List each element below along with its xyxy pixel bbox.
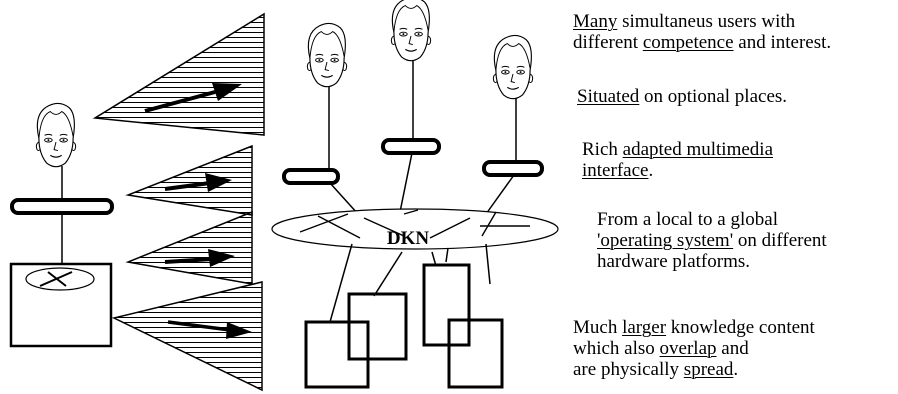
note-text: From a local to a global xyxy=(597,209,778,230)
terminal-links xyxy=(329,152,515,215)
underlined-term: spread xyxy=(683,359,734,380)
note-text: are physically xyxy=(573,359,684,380)
local-computer-box xyxy=(9,262,113,348)
knowledge-bases xyxy=(304,263,504,389)
hatched-triangle-2 xyxy=(125,144,253,216)
note-line: hardware platforms. xyxy=(597,251,827,272)
user-face-2 xyxy=(390,0,432,62)
note-line: 'operating system' on different xyxy=(597,230,827,251)
note-line: From a local to a global xyxy=(597,209,827,230)
underlined-term: interface xyxy=(582,160,649,181)
note-line: interface. xyxy=(582,160,773,181)
note-text: and xyxy=(716,338,749,359)
note-text: on optional places. xyxy=(639,86,788,107)
hatched-triangle-3 xyxy=(125,210,253,285)
user-face-1 xyxy=(306,22,348,88)
note-text: on different xyxy=(733,230,827,251)
note-text: hardware platforms. xyxy=(597,251,750,272)
note-line: Situated on optional places. xyxy=(577,86,787,107)
note-text: different xyxy=(573,32,643,53)
underlined-term: larger xyxy=(622,317,667,338)
terminal-bar-1 xyxy=(282,168,340,185)
note-text: knowledge content xyxy=(666,317,815,338)
note-line: are physically spread. xyxy=(573,359,815,380)
note-line: which also overlap and xyxy=(573,338,815,359)
underlined-term: 'operating system' xyxy=(597,230,734,251)
underlined-term: Situated xyxy=(577,86,640,107)
note-text: . xyxy=(648,160,654,181)
note-text: Much xyxy=(573,317,623,338)
note-line: different competence and interest. xyxy=(573,32,831,53)
terminal-bar-left xyxy=(10,198,114,215)
user-face-3 xyxy=(492,34,534,100)
terminal-bar-3 xyxy=(482,160,544,177)
note-line: Rich adapted multimedia xyxy=(582,139,773,160)
underlined-term: overlap xyxy=(659,338,717,359)
user-face-left xyxy=(35,102,77,168)
hatched-triangle-4 xyxy=(111,281,263,392)
note-text: and interest. xyxy=(733,32,832,53)
note-text: Rich xyxy=(582,139,623,160)
note-os: From a local to a global'operating syste… xyxy=(597,209,827,272)
terminal-bar-2 xyxy=(381,138,441,155)
hub-label: DKN xyxy=(387,228,430,249)
note-line: Many simultaneus users with xyxy=(573,11,831,32)
note-situated: Situated on optional places. xyxy=(577,86,787,107)
underlined-term: competence xyxy=(642,32,734,53)
note-line: Much larger knowledge content xyxy=(573,317,815,338)
underlined-term: Many xyxy=(573,11,618,32)
knowledge-links xyxy=(329,243,491,323)
underlined-term: adapted multimedia xyxy=(622,139,774,160)
note-text: simultaneus users with xyxy=(617,11,796,32)
hatched-triangle-1 xyxy=(92,12,265,136)
note-text: which also xyxy=(573,338,660,359)
note-text: . xyxy=(733,359,739,380)
dkn-network-hub: DKN xyxy=(271,208,559,250)
